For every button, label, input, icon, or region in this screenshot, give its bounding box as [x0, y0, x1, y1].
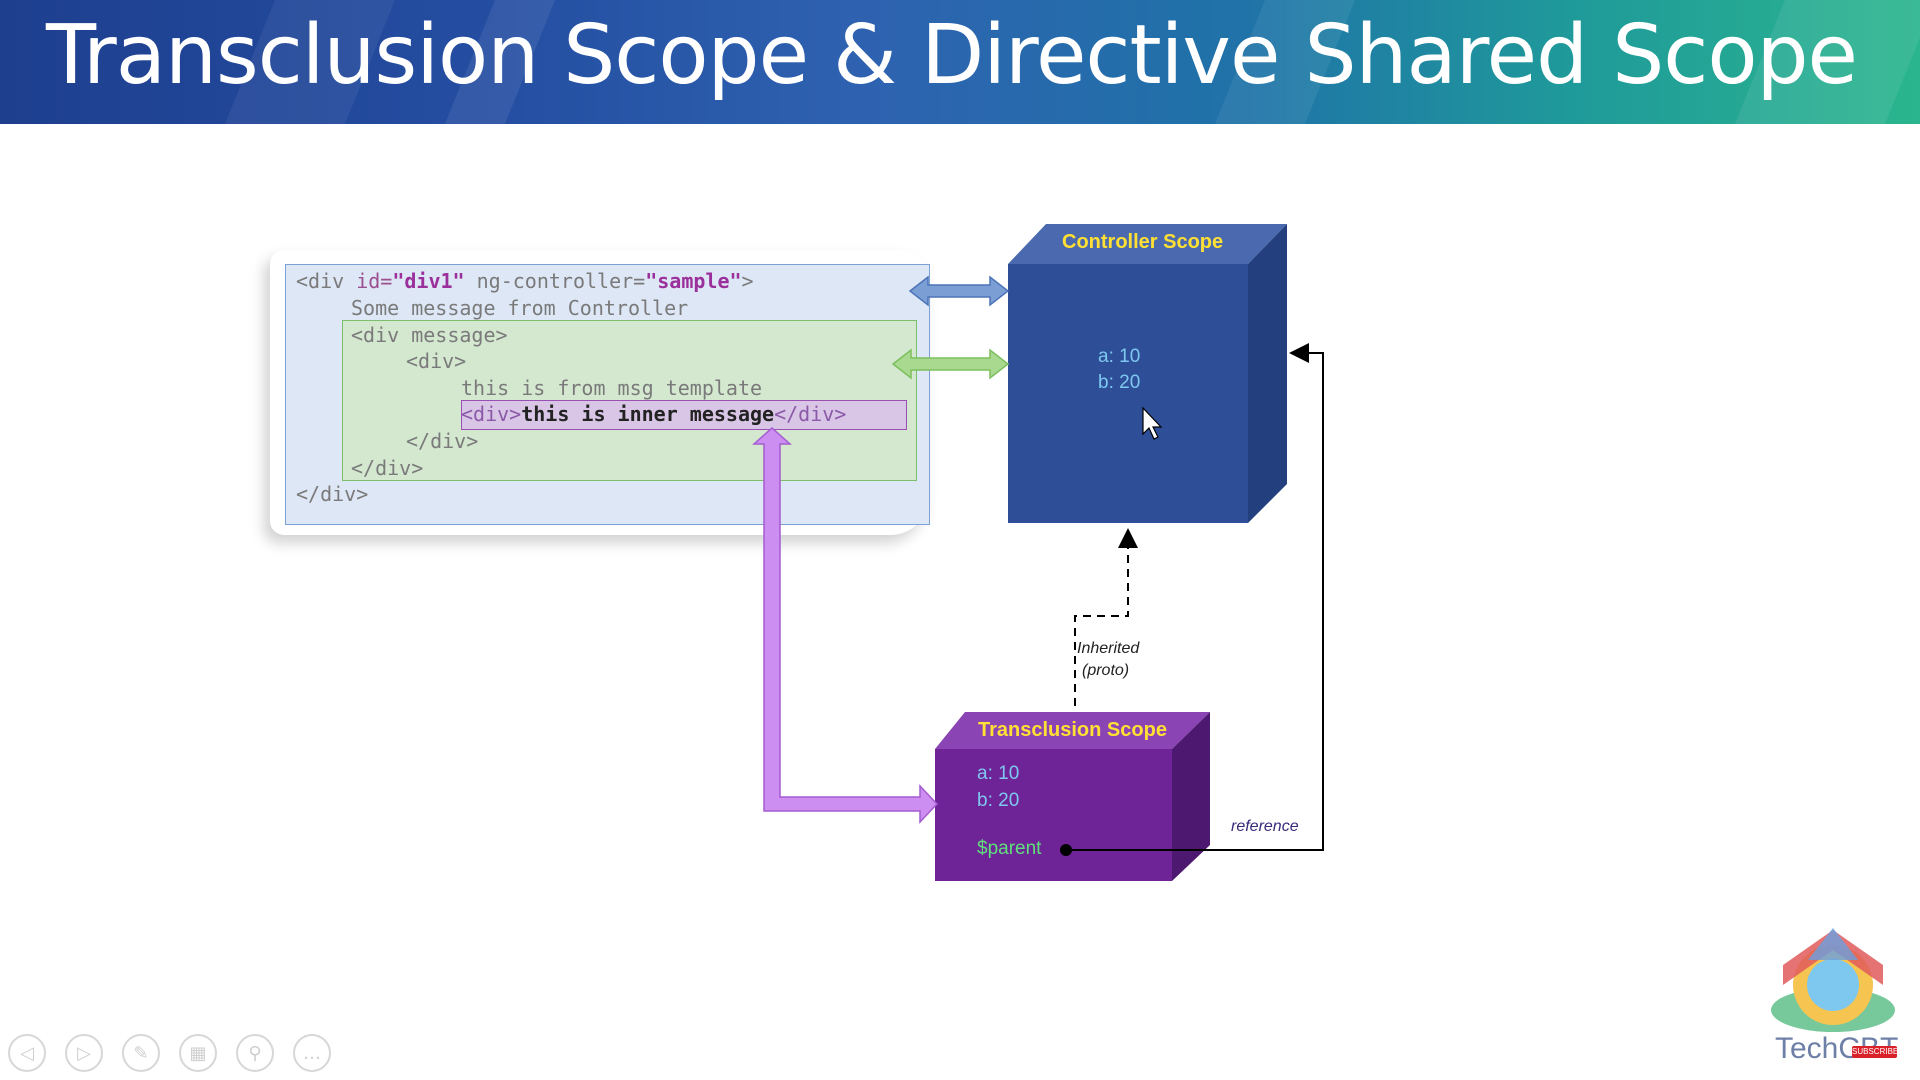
- code-line-4: <div>: [406, 349, 467, 373]
- transclusion-link-arrow: [752, 426, 939, 824]
- zoom-icon: ⚲: [248, 1042, 262, 1064]
- controller-scope-box: [1008, 224, 1287, 523]
- code-line-3: <div message>: [351, 323, 508, 347]
- pen-button[interactable]: ✎: [122, 1034, 160, 1072]
- code-line-7: </div>: [406, 429, 479, 453]
- pen-icon: ✎: [133, 1042, 149, 1064]
- controller-scope-a: a: 10: [1098, 346, 1141, 367]
- controller-scope-top: [1008, 224, 1287, 264]
- transclusion-scope-title: Transclusion Scope: [978, 719, 1167, 741]
- slideshow-toolbar: ◁ ▷ ✎ ▦ ⚲ …: [8, 1034, 331, 1072]
- transclusion-scope-b: b: 20: [977, 790, 1020, 811]
- code-line-8: </div>: [351, 456, 424, 480]
- code-line-5: this is from msg template: [461, 376, 763, 400]
- controller-scope-side: [1248, 224, 1287, 523]
- controller-scope-front: [1008, 264, 1248, 523]
- code-line-2: Some message from Controller: [351, 296, 689, 320]
- code-line-1: <div id="div1" ng-controller="sample">: [296, 269, 754, 293]
- mouse-cursor-icon: [1142, 406, 1163, 440]
- slides-icon: ▦: [189, 1042, 207, 1064]
- inherited-connector: [1074, 528, 1138, 706]
- code-line-6: <div>this is inner message</div>: [461, 402, 847, 426]
- subscribe-badge[interactable]: SUBSCRIBE: [1852, 1046, 1899, 1058]
- slide-header: Transclusion Scope & Directive Shared Sc…: [0, 0, 1920, 124]
- more-icon: …: [303, 1042, 321, 1064]
- reference-connector: [1066, 343, 1324, 851]
- inner-message-box: [461, 400, 907, 430]
- next-icon: ▷: [77, 1042, 91, 1064]
- inherited-label: Inherited: [1077, 640, 1140, 657]
- prev-icon: ◁: [20, 1042, 34, 1064]
- parent-pointer-dot: [1060, 844, 1072, 856]
- transclusion-scope-top: [935, 712, 1210, 749]
- controller-scope-title: Controller Scope: [1062, 231, 1224, 253]
- transclusion-scope-front: [935, 749, 1172, 881]
- more-options-button[interactable]: …: [293, 1034, 331, 1072]
- code-line-9: </div>: [296, 482, 369, 506]
- zoom-button[interactable]: ⚲: [236, 1034, 274, 1072]
- transclusion-scope-a: a: 10: [977, 763, 1020, 784]
- message-link-arrow: [891, 348, 1010, 380]
- transclusion-scope-side: [1172, 712, 1210, 881]
- controller-scope-b: b: 20: [1098, 372, 1141, 393]
- techcbt-logo-icon: [1771, 928, 1895, 1032]
- slide-title: Transclusion Scope & Directive Shared Sc…: [46, 8, 1858, 103]
- inherited-proto-label: (proto): [1082, 662, 1130, 679]
- prev-slide-button[interactable]: ◁: [8, 1034, 46, 1072]
- controller-link-arrow: [908, 275, 1010, 307]
- transclusion-scope-parent: $parent: [977, 838, 1042, 859]
- reference-label: reference: [1231, 818, 1299, 835]
- next-slide-button[interactable]: ▷: [65, 1034, 103, 1072]
- transclusion-scope-box: [935, 712, 1210, 881]
- slides-button[interactable]: ▦: [179, 1034, 217, 1072]
